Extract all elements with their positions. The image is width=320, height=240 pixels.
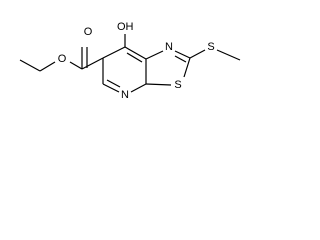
bond-c7a-n3 <box>145 50 164 60</box>
ester-ether-oxygen-label: O <box>58 53 67 65</box>
bond-n3-c2-a <box>174 50 191 59</box>
bond-n3-c2-b <box>174 55 187 63</box>
bond-n4-c5-a <box>102 83 120 93</box>
bond-o-carbonyl-carbon <box>69 61 83 70</box>
thiazole-nitrogen-label: N <box>165 41 173 53</box>
chemical-structure-diagram: OH O O N N S S <box>19 21 241 101</box>
bond-ethyl-ch2-o <box>39 61 56 72</box>
bond-c6-c7 <box>102 46 126 59</box>
pyridine-nitrogen-label: N <box>121 89 129 101</box>
hydroxyl-label: OH <box>117 21 134 33</box>
bond-c3a-n4 <box>130 83 147 93</box>
thiazole-sulfur-label: S <box>174 79 181 91</box>
bond-c7-c7a-outer <box>124 46 147 60</box>
thioether-sulfur-label: S <box>207 41 214 53</box>
bond-c2-s1 <box>183 57 191 78</box>
bond-s1-c3a <box>145 83 172 86</box>
bond-carbonyl-to-ring <box>81 57 104 70</box>
ester-carbonyl-oxygen-label: O <box>84 26 93 38</box>
bond-c7-c7a-inner <box>126 52 143 63</box>
bond-ethyl-ch3-ch2 <box>19 59 41 72</box>
bond-n4-c5-b <box>106 79 121 88</box>
bond-s-ch3 <box>216 49 241 61</box>
bond-c2-s-methyl <box>189 49 206 59</box>
